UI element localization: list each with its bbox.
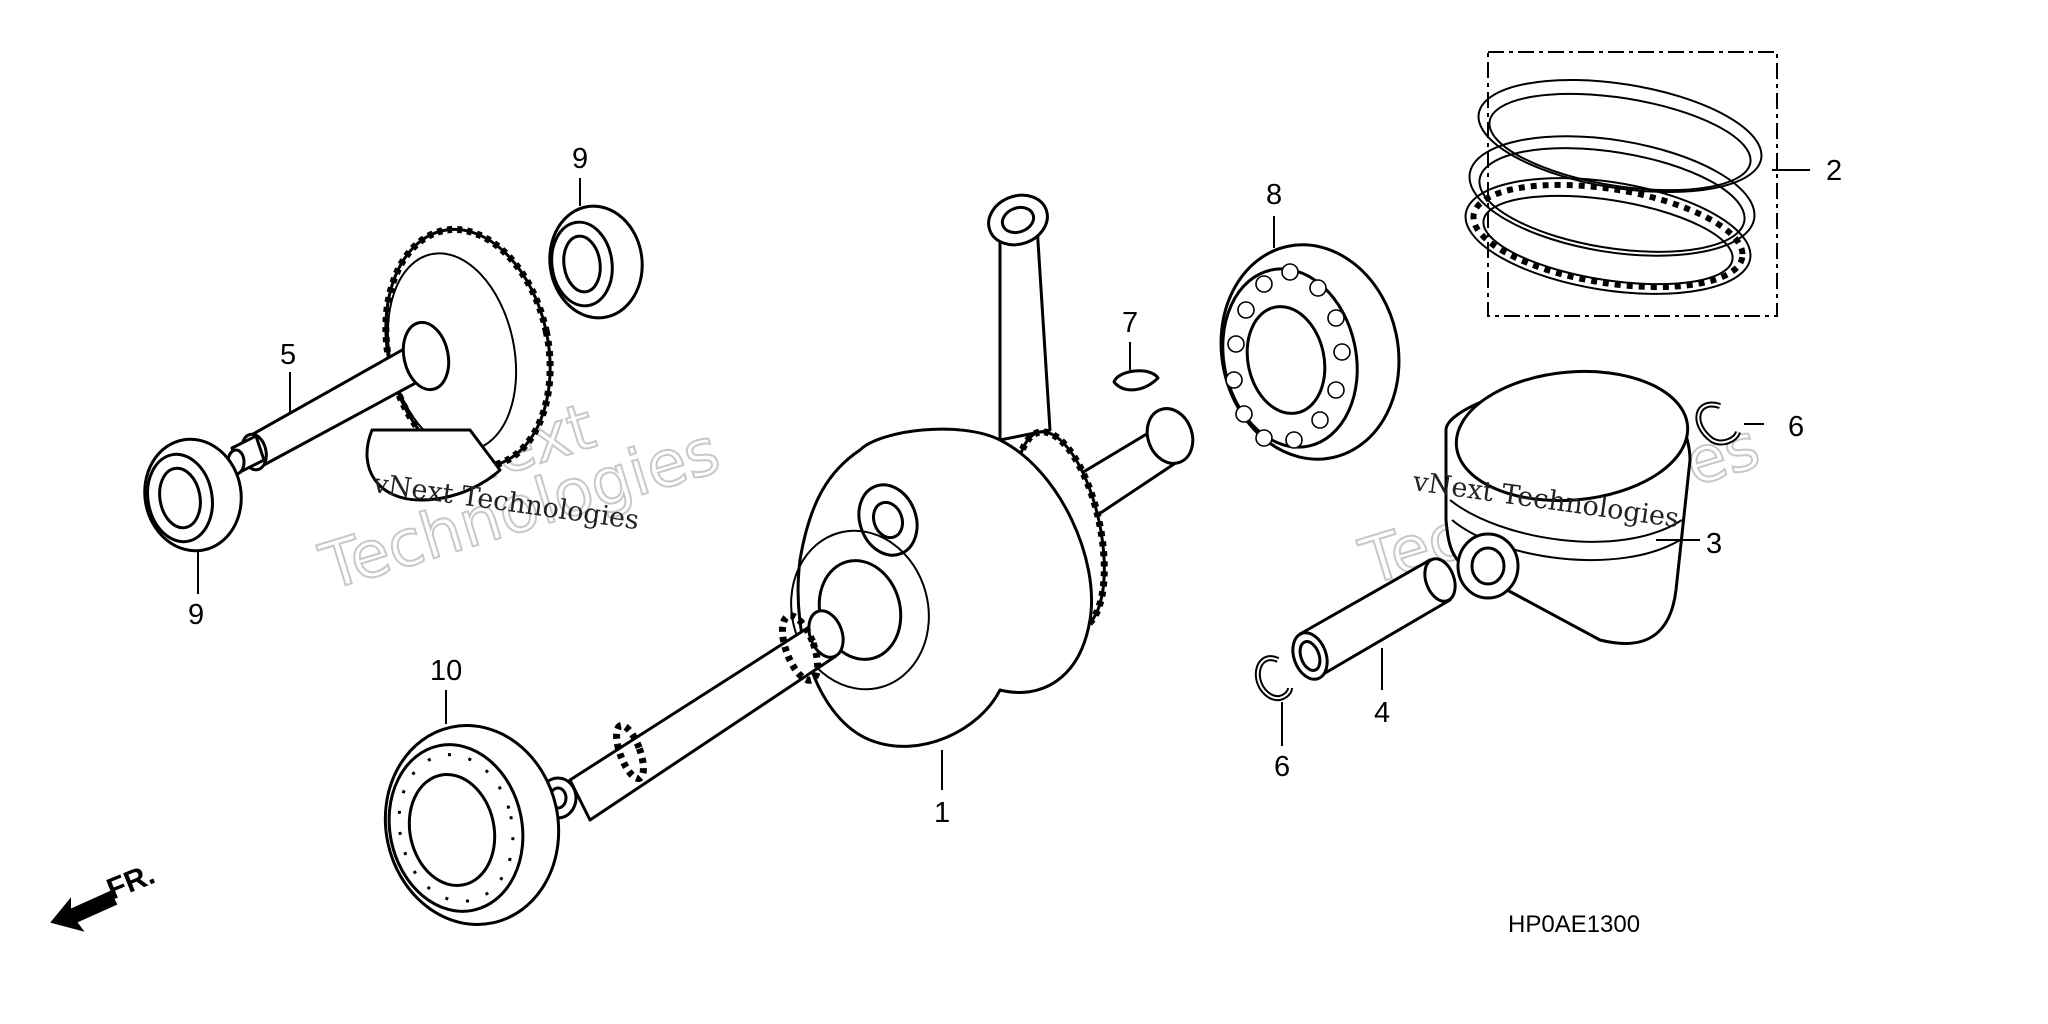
balancer-shaft[interactable] xyxy=(226,214,571,502)
callout-7: 7 xyxy=(1122,307,1138,339)
piston[interactable] xyxy=(1444,362,1693,645)
callout-3: 3 xyxy=(1706,528,1722,560)
piston-ring-set-box xyxy=(1487,51,1778,317)
callout-9-top: 9 xyxy=(572,143,588,175)
direction-label: FR. xyxy=(102,858,159,907)
callout-6-left: 6 xyxy=(1274,751,1290,783)
drawing-code: HP0AE1300 xyxy=(1508,911,1640,938)
arrow-icon xyxy=(50,890,118,932)
callout-6-right: 6 xyxy=(1788,411,1804,443)
bearing-top-left[interactable] xyxy=(543,200,650,324)
callout-5: 5 xyxy=(280,339,296,371)
callout-9-left: 9 xyxy=(188,599,204,631)
piston-pin[interactable] xyxy=(1287,555,1461,684)
piston-ring-set[interactable] xyxy=(1457,51,1778,317)
callout-4: 4 xyxy=(1374,697,1390,729)
crankshaft[interactable] xyxy=(538,187,1200,822)
callout-10: 10 xyxy=(430,655,462,687)
front-direction-indicator: FR. xyxy=(50,858,159,932)
bearing-bottom[interactable] xyxy=(367,709,577,940)
bearing-left[interactable] xyxy=(136,432,250,559)
callout-1: 1 xyxy=(934,797,950,829)
pin-clip-right[interactable] xyxy=(1695,401,1741,446)
pin-clip-left[interactable] xyxy=(1254,655,1293,702)
leader-lines xyxy=(197,169,1810,790)
bearing-balls xyxy=(1225,263,1351,449)
callout-8: 8 xyxy=(1266,179,1282,211)
bearing-large-right[interactable] xyxy=(1201,228,1418,476)
woodruff-key[interactable] xyxy=(1112,369,1160,392)
callout-2: 2 xyxy=(1826,155,1842,187)
